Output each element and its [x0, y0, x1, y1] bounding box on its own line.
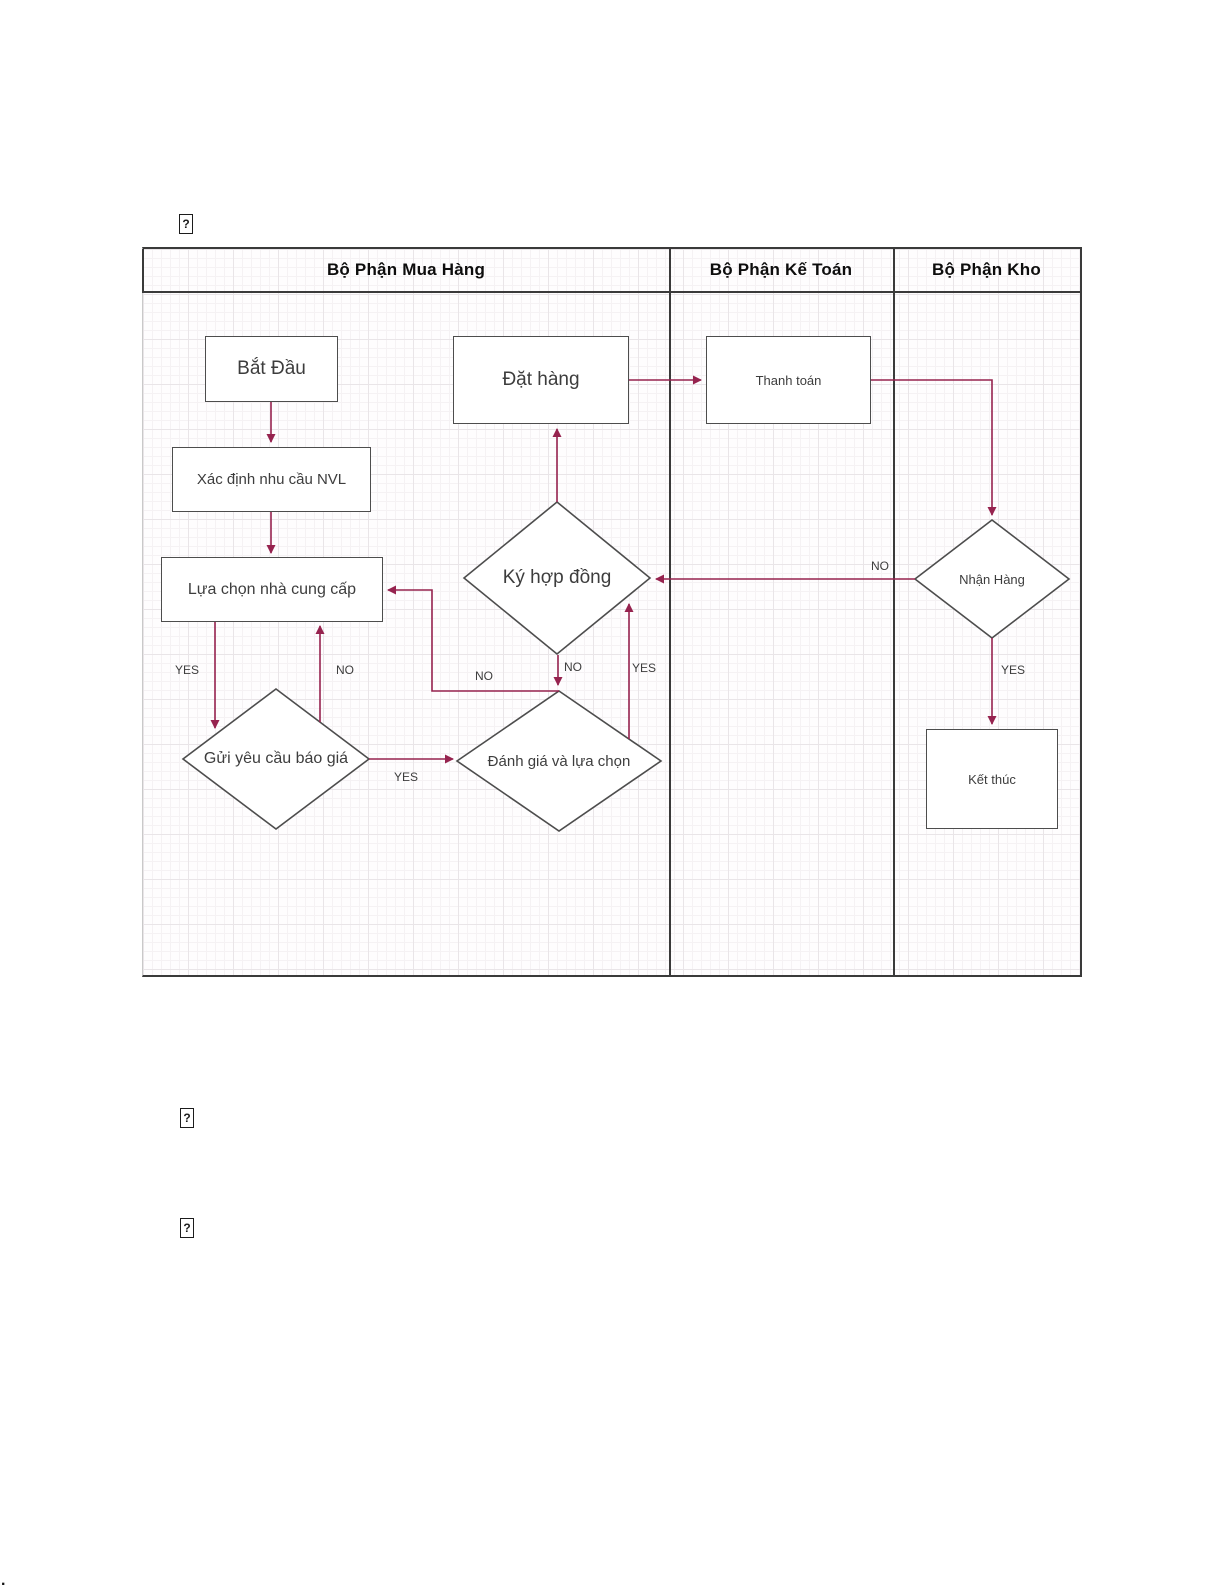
stray-dot: .: [1, 1572, 6, 1585]
edge-thanhtoan-nhanhang: [871, 379, 997, 516]
node-xac-dinh-nhu-cau: Xác định nhu cầu NVL: [172, 447, 371, 512]
lane-title-mua-hang: Bộ Phận Mua Hàng: [326, 260, 486, 279]
edge-label-yes: YES: [1001, 663, 1026, 677]
edge-label-no: NO: [871, 559, 889, 573]
edge-label-yes: YES: [632, 661, 657, 675]
edge-label-yes: YES: [394, 770, 419, 784]
missing-glyph-icon: ?: [180, 1218, 194, 1238]
node-thanh-toan: Thanh toán: [706, 336, 871, 424]
header-divider-line: [143, 291, 1080, 293]
edge-label-no: NO: [564, 660, 582, 674]
lane-divider-2: [893, 249, 895, 975]
decision-gui-yeu-cau-shape: [181, 687, 371, 831]
lane-title-ke-toan: Bộ Phận Kế Toán: [709, 260, 853, 279]
edge-label-yes: YES: [175, 663, 200, 677]
lane-title-kho: Bộ Phận Kho: [932, 260, 1041, 279]
node-ket-thuc: Kết thúc: [926, 729, 1058, 829]
lane-divider-1: [669, 249, 671, 975]
node-bat-dau: Bắt Đầu: [205, 336, 338, 402]
missing-glyph-icon: ?: [180, 1108, 194, 1128]
node-dat-hang: Đặt hàng: [453, 336, 629, 424]
swimlane-flowchart: Bộ Phận Mua Hàng Bộ Phận Kế Toán Bộ Phận…: [142, 247, 1082, 977]
edge-danhgia-no-luachon: [387, 585, 559, 692]
edge-label-no: NO: [336, 663, 354, 677]
missing-glyph-icon: ?: [179, 214, 193, 234]
header-left-border: [142, 249, 144, 293]
node-lua-chon-ncc: Lựa chọn nhà cung cấp: [161, 557, 383, 622]
flowchart-canvas: [181, 375, 1071, 832]
decision-nhan-hang-shape: [913, 518, 1071, 640]
decision-danh-gia-shape: [455, 690, 663, 832]
edge-label-no: NO: [475, 669, 493, 683]
decision-ky-hop-dong-shape: [462, 500, 652, 656]
